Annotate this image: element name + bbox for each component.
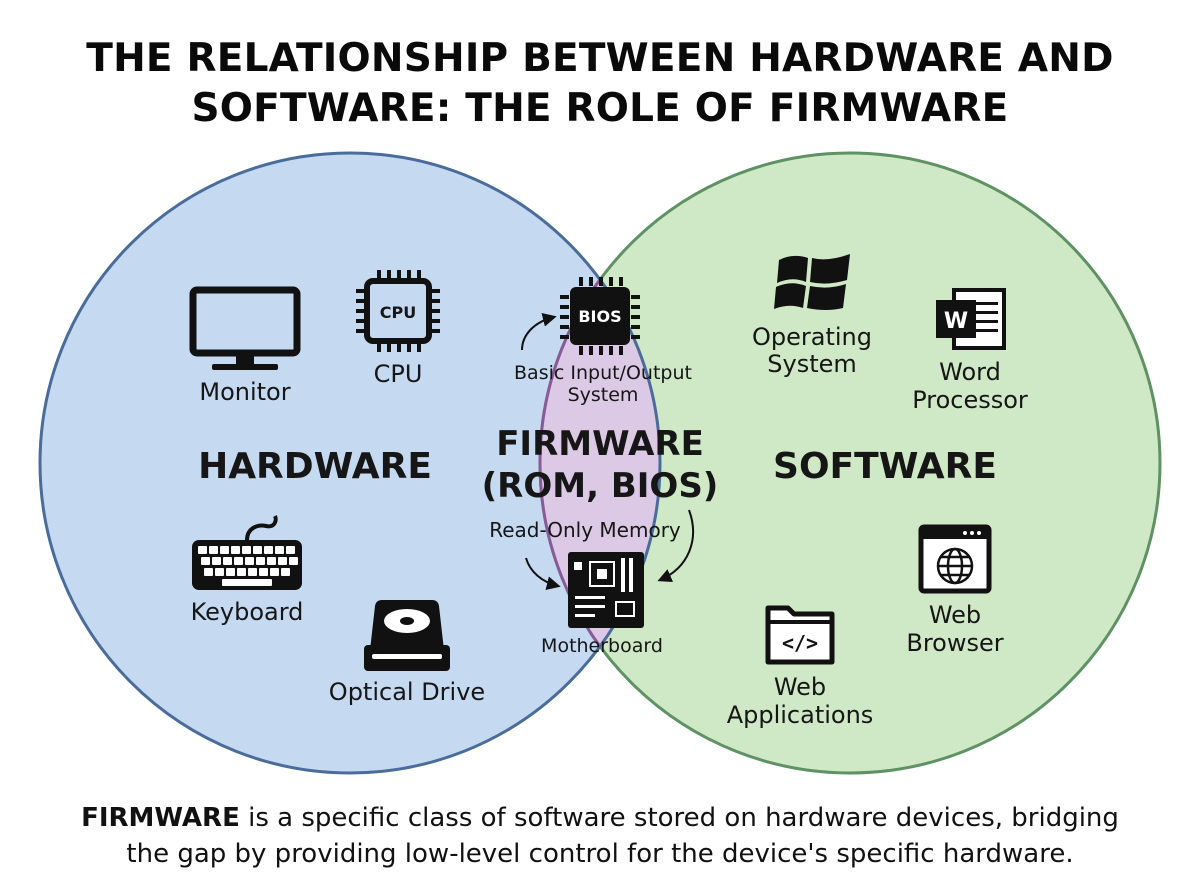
rom-arrow-right-icon — [657, 509, 694, 583]
motherboard-item: Motherboard — [525, 509, 694, 657]
keyboard-key — [275, 546, 284, 554]
motherboard-label: Motherboard — [541, 635, 663, 657]
keyboard-spacebar — [222, 579, 272, 586]
keyboard-key — [248, 568, 257, 576]
diagram-title: THE RELATIONSHIP BETWEEN HARDWARE AND SO… — [0, 34, 1200, 134]
rom-arrow-left-icon — [525, 557, 561, 591]
keyboard-key — [204, 568, 213, 576]
keyboard-key — [256, 557, 265, 565]
keyboard-key — [281, 568, 290, 576]
word-document-icon: W — [936, 288, 1006, 350]
optical-drive-label: Optical Drive — [329, 678, 485, 706]
web-applications-item: </> Web Applications — [727, 605, 874, 729]
os-label-line-1: Operating — [752, 323, 872, 351]
keyboard-key — [226, 568, 235, 576]
word-processor-item: W Word Processor — [912, 288, 1028, 414]
keyboard-key — [231, 546, 240, 554]
keyboard-key — [286, 546, 295, 554]
keyboard-key — [259, 568, 268, 576]
optical-drive-item: Optical Drive — [329, 600, 485, 706]
windows-logo-icon — [774, 254, 850, 310]
word-label-line-2: Processor — [912, 386, 1028, 414]
keyboard-key — [223, 557, 232, 565]
hardware-heading: HARDWARE — [198, 446, 432, 487]
bios-arrow-icon — [521, 312, 557, 351]
motherboard-icon — [568, 552, 644, 628]
firmware-overlap-region — [538, 153, 660, 773]
cpu-label: CPU — [374, 360, 423, 388]
keyboard-key — [267, 557, 276, 565]
webapps-label-line-2: Applications — [727, 701, 874, 729]
monitor-item: Monitor — [189, 286, 301, 406]
keyboard-icon — [192, 515, 302, 590]
keyboard-key — [289, 557, 298, 565]
cpu-item: CPU CPU — [356, 270, 440, 388]
bios-item: BIOS Basic Input/Output System — [514, 277, 692, 406]
caption-line-1-text: is a specific class of software stored o… — [239, 803, 1119, 833]
keyboard-key — [237, 568, 246, 576]
optical-drive-icon — [364, 600, 450, 671]
keyboard-item: Keyboard — [191, 515, 304, 626]
keyboard-key — [220, 546, 229, 554]
keyboard-key — [234, 557, 243, 565]
operating-system-item: Operating System — [752, 254, 872, 378]
title-line-2: SOFTWARE: THE ROLE OF FIRMWARE — [191, 86, 1009, 131]
firmware-heading-line-2: (ROM, BIOS) — [482, 466, 719, 506]
caption-line-1: FIRMWARE is a specific class of software… — [0, 800, 1200, 836]
keyboard-key — [278, 557, 287, 565]
caption-line-2: the gap by providing low-level control f… — [126, 839, 1074, 869]
keyboard-key — [270, 568, 279, 576]
cpu-chip-icon: CPU — [356, 270, 440, 352]
bios-label-line-2: System — [568, 384, 639, 406]
keyboard-key — [253, 546, 262, 554]
keyboard-key — [264, 546, 273, 554]
bios-label-line-1: Basic Input/Output — [514, 362, 692, 384]
keyboard-key — [209, 546, 218, 554]
keyboard-key — [212, 557, 221, 565]
keyboard-key — [242, 546, 251, 554]
code-icon-text: </> — [782, 631, 818, 655]
os-label-line-2: System — [767, 350, 857, 378]
word-label-line-1: Word — [939, 358, 1001, 386]
browser-label-line-2: Browser — [906, 629, 1003, 657]
browser-window-icon — [918, 524, 992, 594]
globe-icon — [936, 547, 974, 585]
software-heading: SOFTWARE — [773, 446, 997, 487]
caption-bold-term: FIRMWARE — [81, 803, 240, 833]
keyboard-label: Keyboard — [191, 598, 304, 626]
keyboard-key — [215, 568, 224, 576]
hardware-circle-outline — [38, 151, 662, 775]
firmware-heading-line-1: FIRMWARE — [496, 424, 704, 464]
code-folder-icon: </> — [765, 605, 835, 665]
monitor-icon — [189, 286, 301, 370]
web-browser-item: Web Browser — [906, 524, 1004, 657]
keyboard-key — [245, 557, 254, 565]
browser-label-line-1: Web — [929, 601, 981, 629]
bios-chip-text: BIOS — [578, 307, 621, 326]
rom-label: Read-Only Memory — [489, 518, 681, 542]
firmware-caption: FIRMWARE is a specific class of software… — [0, 800, 1200, 872]
keyboard-key — [198, 546, 207, 554]
title-line-1: THE RELATIONSHIP BETWEEN HARDWARE AND — [86, 36, 1114, 81]
monitor-label: Monitor — [199, 378, 290, 406]
webapps-label-line-1: Web — [774, 673, 826, 701]
cpu-chip-text: CPU — [380, 303, 416, 322]
keyboard-key — [201, 557, 210, 565]
bios-chip-icon: BIOS — [560, 277, 640, 355]
word-icon-letter: W — [944, 309, 968, 334]
